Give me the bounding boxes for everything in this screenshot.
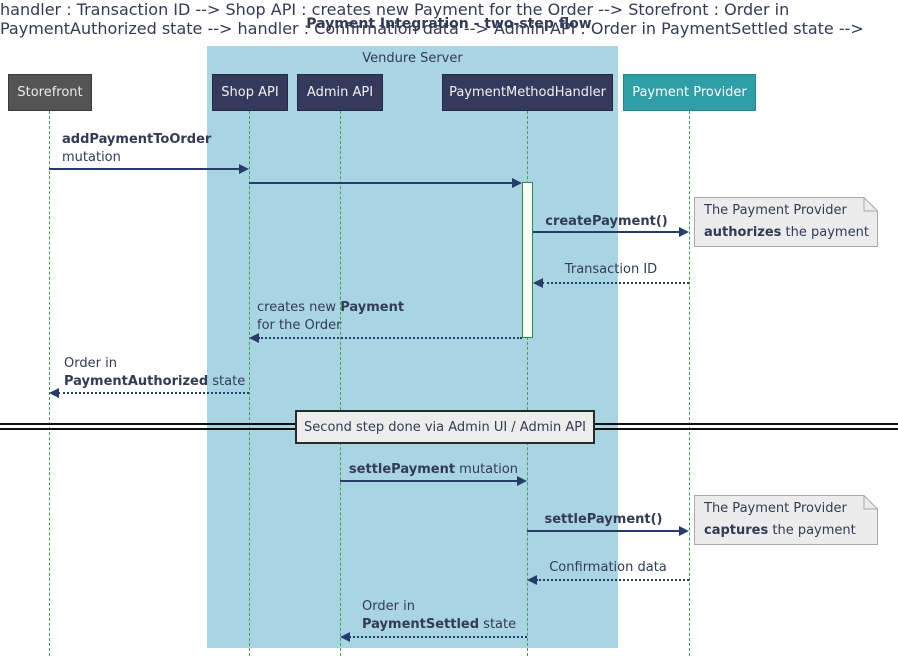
message-label-settle-mutation: settlePayment mutation <box>348 462 519 477</box>
arrowhead-right-icon <box>679 526 689 536</box>
participant-payment-provider: Payment Provider <box>623 74 756 111</box>
diagram-title: Payment Integration - two-step flow <box>306 16 592 32</box>
note-shape-icon <box>694 197 878 247</box>
arrowhead-right-icon <box>517 476 527 486</box>
lifeline-admin-api <box>340 111 341 656</box>
arrowhead-right-icon <box>679 227 689 237</box>
arrowhead-left-icon <box>249 333 259 343</box>
lifeline-payment-method-handler <box>527 111 528 656</box>
message-label-creates-payment: creates new Payment for the Order <box>257 300 405 333</box>
participant-admin-api: Admin API <box>297 74 383 111</box>
note-authorize: The Payment Provider authorizes the paym… <box>694 197 878 247</box>
return-arrow-payment-authorized <box>58 392 249 394</box>
note-capture-text: The Payment Provider captures the paymen… <box>704 501 856 538</box>
divider-label: Second step done via Admin UI / Admin AP… <box>295 410 595 444</box>
return-arrow-transaction-id <box>542 282 689 284</box>
message-label-create-payment: createPayment() <box>545 214 668 229</box>
arrow-create-payment <box>533 231 680 233</box>
note-authorize-text: The Payment Provider authorizes the paym… <box>704 203 869 240</box>
message-label-add-payment: addPaymentToOrder mutation <box>62 132 212 165</box>
arrowhead-left-icon <box>527 575 537 585</box>
arrowhead-left-icon <box>533 278 543 288</box>
arrowhead-left-icon <box>340 632 350 642</box>
arrowhead-left-icon <box>49 388 59 398</box>
return-arrow-creates-payment <box>258 337 522 339</box>
arrowhead-right-icon <box>512 178 522 188</box>
message-label-confirmation: Confirmation data <box>549 560 667 575</box>
vendure-server-frame-label: Vendure Server <box>362 51 463 66</box>
note-shape-icon <box>694 495 878 545</box>
lifeline-shop-api <box>249 111 250 656</box>
activation-bar-payment-method-handler <box>522 182 533 338</box>
return-arrow-confirmation <box>536 579 689 581</box>
lifeline-payment-provider <box>689 111 690 656</box>
message-label-payment-authorized: Order in PaymentAuthorized state <box>64 356 246 389</box>
arrowhead-right-icon <box>239 164 249 174</box>
participant-storefront: Storefront <box>8 74 92 111</box>
arrow-add-payment <box>49 168 240 170</box>
message-label-transaction-id: Transaction ID <box>564 262 658 277</box>
arrow-settle-mutation <box>340 480 518 482</box>
lifeline-storefront <box>49 111 50 656</box>
note-capture: The Payment Provider captures the paymen… <box>694 495 878 545</box>
arrow-shop-to-handler <box>249 182 513 184</box>
return-arrow-payment-settled <box>349 636 527 638</box>
message-label-payment-settled: Order in PaymentSettled state <box>362 599 517 632</box>
vendure-server-frame <box>207 46 618 648</box>
message-label-settle-call: settlePayment() <box>544 512 663 527</box>
arrow-settle-call <box>527 530 680 532</box>
participant-payment-method-handler: PaymentMethodHandler <box>442 74 613 111</box>
participant-shop-api: Shop API <box>212 74 288 111</box>
